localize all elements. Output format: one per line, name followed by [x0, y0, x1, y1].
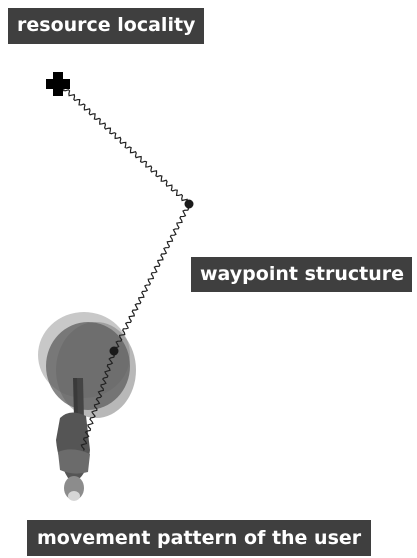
waypoint-dot	[109, 346, 119, 356]
cross-icon	[46, 72, 70, 96]
movement-pattern-label: movement pattern of the user	[27, 520, 372, 556]
uncertainty-disc	[46, 322, 130, 410]
walking-person-icon	[56, 378, 90, 501]
location-uncertainty-discs	[38, 312, 136, 418]
waypoint-structure-label: waypoint structure	[191, 257, 412, 292]
waypoint-dot	[184, 199, 194, 209]
movement-path	[62, 87, 191, 451]
resource-locality-label: resource locality	[8, 8, 205, 44]
